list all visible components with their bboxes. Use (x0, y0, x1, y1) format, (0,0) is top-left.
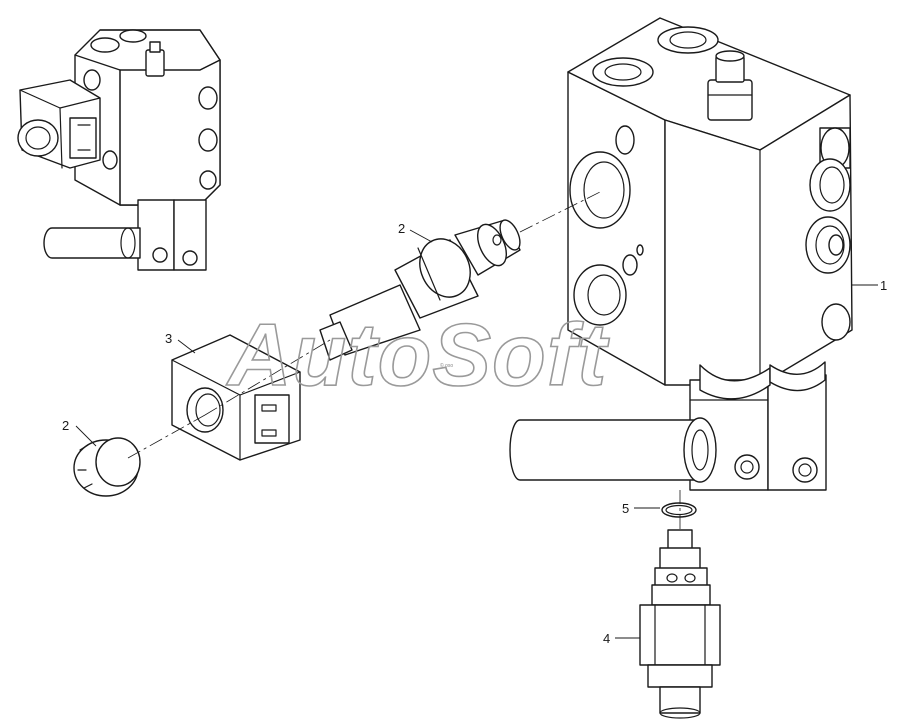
assembly-overview-thumbnail (17, 29, 221, 271)
callout-3: 3 (165, 331, 172, 346)
callout-2-cartridge: 2 (398, 221, 405, 236)
axis-line (127, 414, 206, 459)
leader-line (177, 339, 196, 354)
callout-5: 5 (622, 501, 629, 516)
manifold-block-part-1 (509, 17, 853, 491)
watermark-small: © oso (440, 362, 453, 369)
callout-4: 4 (603, 631, 610, 646)
axis-line (519, 191, 601, 233)
watermark-text: AutoSoft (226, 305, 610, 404)
leader-line (409, 229, 433, 243)
leader-line (75, 425, 97, 447)
plug-upper-right (819, 127, 851, 169)
knurled-nut-part-2 (73, 437, 141, 497)
cartridge-valve-part-2 (319, 219, 521, 361)
callout-1: 1 (880, 278, 887, 293)
solenoid-coil-part-3 (171, 334, 301, 461)
callout-2-nut: 2 (62, 418, 69, 433)
relief-valve-part-4 (639, 529, 721, 719)
